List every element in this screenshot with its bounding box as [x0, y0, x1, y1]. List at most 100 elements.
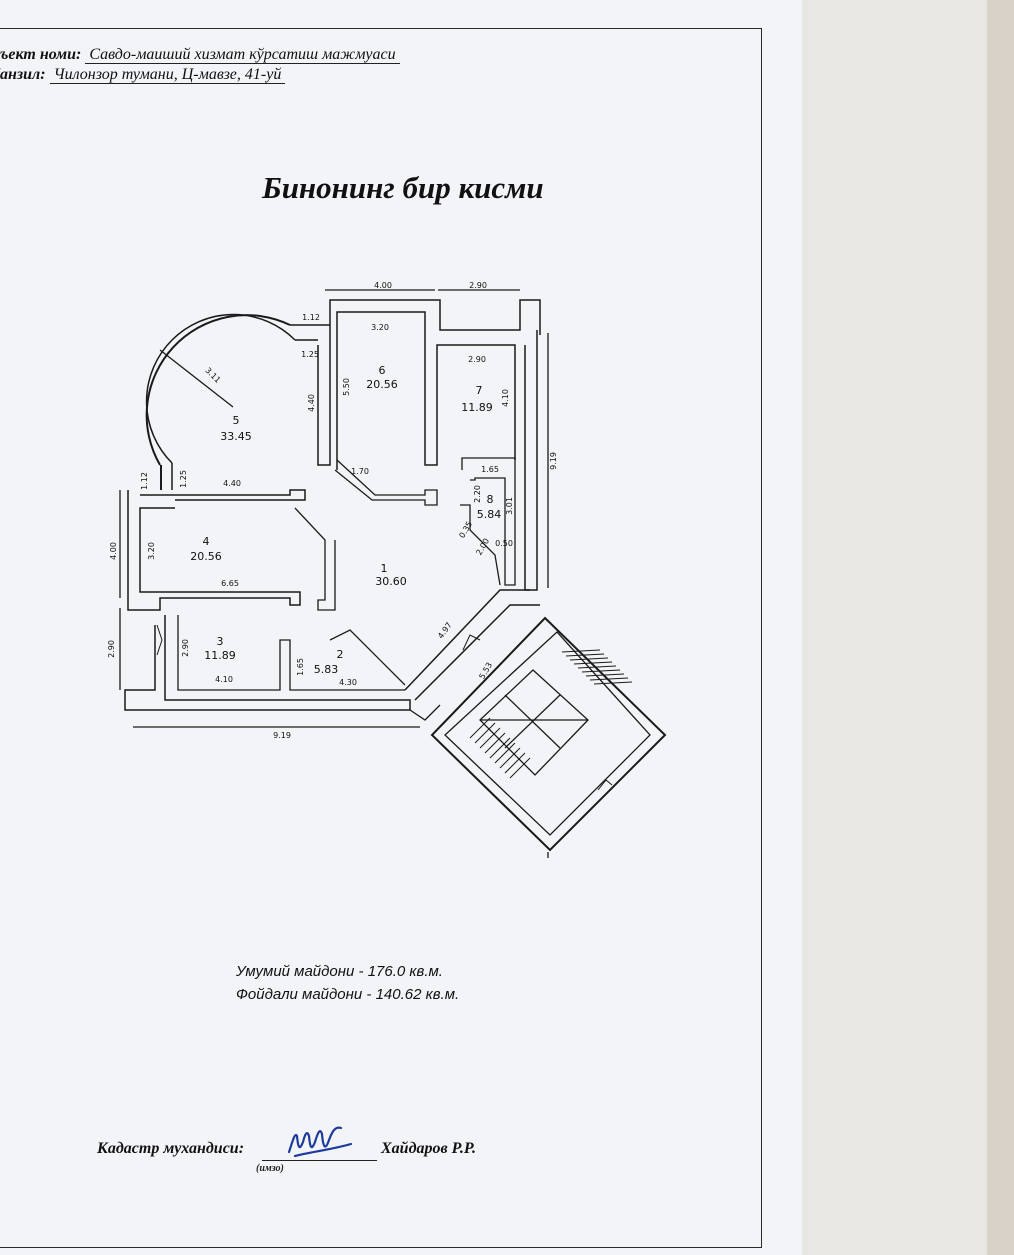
dimension-label: 4.10 — [501, 389, 510, 407]
room-number: 2 — [337, 648, 344, 661]
wall — [404, 589, 530, 691]
room-area: 5.83 — [314, 663, 339, 676]
dimension-label: 1.25 — [301, 350, 319, 359]
stair-tread — [494, 742, 516, 764]
stair-tread — [479, 727, 501, 749]
dimension-label: 4.10 — [215, 675, 233, 684]
dimension-label: 6.65 — [221, 579, 239, 588]
dimension-label: 3.20 — [147, 542, 156, 560]
dimension-label: 2.20 — [473, 485, 482, 503]
document-sheet — [0, 0, 802, 1255]
stair-tread — [561, 649, 601, 653]
room-area: 11.89 — [461, 401, 493, 414]
dimension-label: 9.19 — [273, 731, 291, 740]
wall — [409, 704, 441, 721]
stair-treads — [469, 649, 633, 779]
room-area: 5.84 — [477, 508, 502, 521]
signature-caption: (имзо) — [256, 1163, 284, 1174]
stair-tread — [569, 657, 609, 661]
dimension-label: 1.25 — [179, 470, 188, 488]
curved-wall-inner — [145, 313, 296, 464]
dimension-label: 0.50 — [495, 539, 513, 548]
dimension-label: 3.20 — [371, 323, 389, 332]
stair-tread — [474, 722, 496, 744]
dimension-label: 1.65 — [296, 658, 305, 676]
page-frame — [0, 28, 762, 1248]
dimension-label: 2.90 — [469, 281, 487, 290]
dimension-label: 5.53 — [477, 661, 494, 681]
elevator-shaft — [479, 669, 589, 776]
stair-tread — [573, 661, 613, 665]
dimension-label: 1.12 — [302, 313, 320, 322]
object-name-row: ъект номи: Савдо-маиший хизмат кўрсатиш … — [0, 46, 400, 64]
room-area: 20.56 — [366, 378, 398, 391]
background-surface — [802, 0, 1014, 1255]
dimension-label: 0.35 — [457, 520, 474, 540]
stair-tread — [484, 732, 506, 754]
shaft-cross — [504, 694, 561, 749]
dimension-label: 1.70 — [351, 467, 369, 476]
wall — [124, 615, 411, 711]
dimension-label: 4.40 — [223, 479, 241, 488]
floor-plan: 1 30.60 2 5.83 3 11.89 4 20.56 5 33.45 6… — [107, 281, 667, 858]
stair-tread — [469, 717, 491, 739]
object-name-label: ъект номи: — [0, 46, 82, 63]
dimension-label: 2.90 — [468, 355, 486, 364]
dimension-label: 2.00 — [474, 537, 491, 557]
signature-line — [262, 1160, 377, 1161]
stair-tread — [585, 673, 625, 677]
dimension-label: 9.19 — [549, 452, 558, 470]
dimension-label: 1.12 — [140, 472, 149, 490]
wall — [461, 457, 516, 586]
room-number: 8 — [487, 493, 494, 506]
dimension-label: 4.30 — [339, 678, 357, 687]
dimension-label: 2.90 — [181, 639, 190, 657]
wall — [524, 330, 538, 591]
room-area: 20.56 — [190, 550, 222, 563]
curved-wall-outer — [145, 314, 291, 466]
stair-tread — [499, 747, 521, 769]
room-number: 4 — [203, 535, 210, 548]
wall — [317, 299, 541, 466]
stair-tread — [565, 653, 605, 657]
background-edge — [987, 0, 1014, 1255]
wall — [127, 490, 301, 611]
stair-tread — [577, 665, 617, 669]
wall — [177, 615, 405, 691]
engineer-name: Хайдаров Р.Р. — [381, 1140, 476, 1157]
wall — [294, 507, 336, 611]
room-area: 33.45 — [220, 430, 252, 443]
dimension-label: 4.40 — [307, 394, 316, 412]
room-number: 6 — [379, 364, 386, 377]
engineer-label: Кадастр мухандиси: — [97, 1140, 245, 1157]
dimension-label: 4.00 — [109, 542, 118, 560]
dimension-label: 2.90 — [107, 640, 116, 658]
stairwell-inner — [444, 631, 651, 836]
wall — [414, 604, 540, 701]
room-area: 11.89 — [204, 649, 236, 662]
dimension-label: 3.01 — [505, 497, 514, 515]
page-title: Бинонинг бир кисми — [262, 170, 544, 205]
total-area-text: Умумий майдони - 176.0 кв.м. — [236, 963, 443, 980]
dimension-label: 4.00 — [374, 281, 392, 290]
room-number: 5 — [233, 414, 240, 427]
stair-tread — [504, 752, 526, 774]
address-value: Чилонзор тумани, Ц-мавзе, 41-уй — [49, 66, 286, 84]
dimension-label: 4.97 — [436, 621, 454, 641]
stair-tread — [581, 669, 621, 673]
room-number: 7 — [476, 384, 483, 397]
room-area: 30.60 — [375, 575, 407, 588]
wall — [329, 629, 406, 686]
wall — [460, 504, 501, 586]
address-label: Манзил: — [0, 66, 46, 83]
stair-tread — [589, 677, 629, 681]
door-swing — [156, 624, 163, 656]
wall — [336, 311, 516, 470]
stair-tread — [489, 737, 511, 759]
wall — [334, 459, 438, 506]
door-swing — [597, 779, 613, 791]
stairwell-wall — [430, 616, 667, 852]
dimension-label: 1.65 — [481, 465, 499, 474]
room-number: 1 — [381, 562, 388, 575]
address-row: Манзил: Чилонзор тумани, Ц-мавзе, 41-уй — [0, 66, 286, 84]
